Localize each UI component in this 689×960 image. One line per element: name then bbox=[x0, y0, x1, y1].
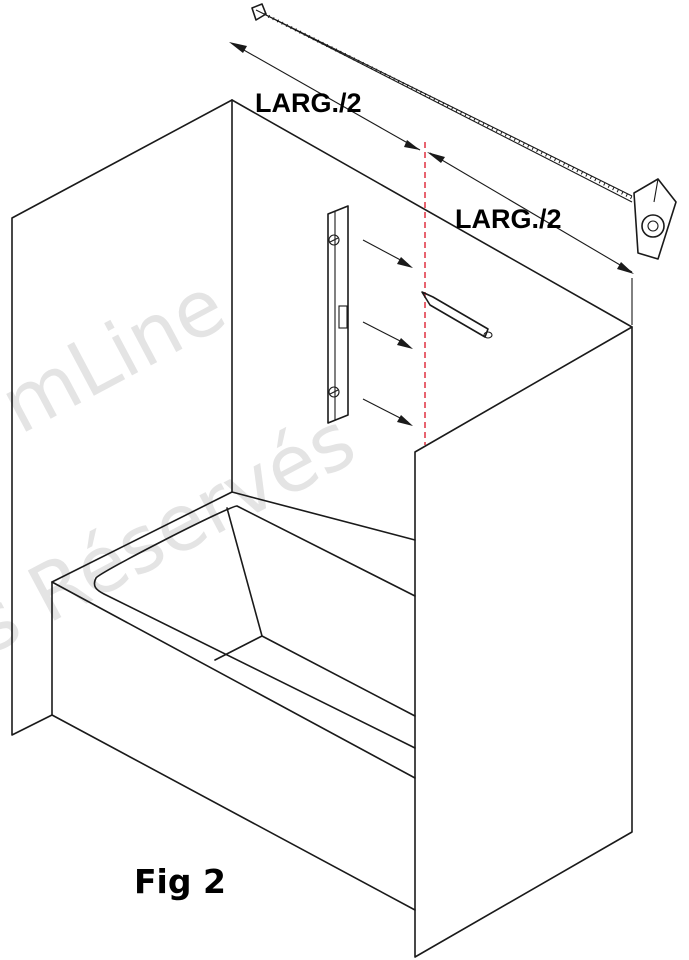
alignment-arrows bbox=[362, 239, 413, 426]
dimension-arrows bbox=[229, 42, 634, 325]
width-half-label-right: LARG./2 bbox=[455, 204, 562, 234]
pencil-icon bbox=[421, 291, 493, 339]
left-wall bbox=[11, 99, 233, 736]
watermark-line1: mLine bbox=[0, 260, 240, 451]
glass-panel bbox=[414, 326, 633, 958]
width-half-label-left: LARG./2 bbox=[255, 88, 362, 118]
back-wall bbox=[231, 99, 633, 493]
spirit-level-icon bbox=[327, 205, 349, 424]
tape-measure-icon bbox=[251, 3, 677, 260]
figure-caption: Fig 2 bbox=[134, 862, 226, 901]
bathtub bbox=[51, 491, 416, 911]
